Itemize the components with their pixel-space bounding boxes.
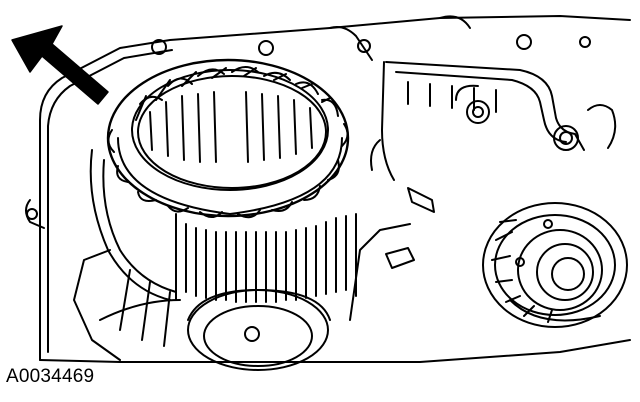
retaining-clips [385,187,435,269]
figure-id-label: A0034469 [6,366,95,387]
clutch-plate [106,58,350,219]
clutch-drum [175,213,357,371]
bolt-holes [151,34,591,56]
housing-wall [89,149,177,347]
case-housing [25,15,631,363]
arrow-pointer-icon [11,25,109,105]
output-gear [482,202,628,328]
side-cover [370,61,617,181]
